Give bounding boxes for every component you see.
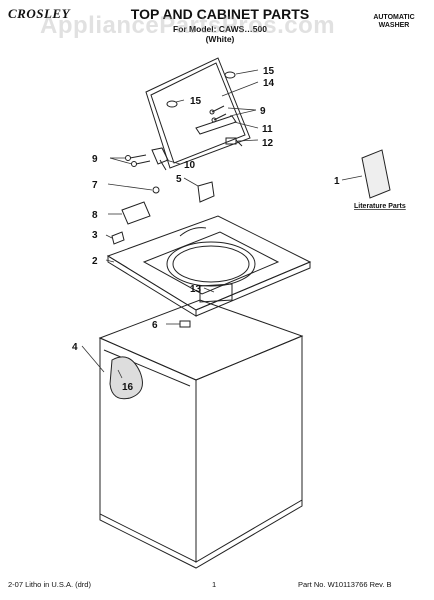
callout-15a: 15 xyxy=(263,66,275,77)
literature-label: Literature Parts xyxy=(354,203,406,210)
callout-2: 2 xyxy=(92,256,98,267)
top-panel[interactable] xyxy=(106,215,312,317)
product-line-2: WASHER xyxy=(378,22,410,29)
lid-switch[interactable] xyxy=(121,201,151,225)
callout-6: 6 xyxy=(152,320,158,331)
lid-bumper-right[interactable] xyxy=(224,71,236,79)
cabinet[interactable] xyxy=(98,299,304,569)
callout-12: 12 xyxy=(262,138,274,149)
hinge-screws-left[interactable] xyxy=(125,154,151,167)
model-info: For Model: CAWS…500 (White) xyxy=(110,24,330,44)
callout-16: 16 xyxy=(122,382,134,393)
callout-14: 14 xyxy=(263,78,275,89)
callout-3: 3 xyxy=(92,230,98,241)
lid-bumper-left[interactable] xyxy=(166,100,178,108)
callout-15b: 15 xyxy=(190,96,202,107)
footer-litho: 2-07 Litho in U.S.A. (drd) xyxy=(8,580,91,589)
lid-hinge-left[interactable] xyxy=(151,147,169,165)
lid-hinge[interactable] xyxy=(195,115,237,135)
cabinet-label[interactable] xyxy=(109,356,143,400)
callout-1: 1 xyxy=(334,176,340,187)
callout-7: 7 xyxy=(92,180,98,191)
callout-8: 8 xyxy=(92,210,98,221)
product-line-1: AUTOMATIC xyxy=(373,14,415,21)
callout-4: 4 xyxy=(72,342,78,353)
literature-part xyxy=(361,149,391,199)
brand-logo: CROSLEY xyxy=(8,6,71,21)
footer-page-number: 1 xyxy=(212,580,217,589)
callout-10: 10 xyxy=(184,160,196,171)
callout-9b: 9 xyxy=(260,106,266,117)
lid-switch-bracket[interactable] xyxy=(197,181,215,203)
color-line: (White) xyxy=(205,34,235,44)
callout-9a: 9 xyxy=(92,154,98,165)
clip[interactable] xyxy=(179,320,191,328)
footer-part-number: Part No. W10113766 Rev. B xyxy=(298,580,392,589)
page-title: TOP AND CABINET PARTS xyxy=(130,6,310,22)
watermark: AppliancePartsPros.com xyxy=(40,12,336,39)
clip-3[interactable] xyxy=(111,231,125,245)
top-part-13[interactable] xyxy=(199,283,233,303)
callout-11: 11 xyxy=(262,124,273,135)
lid[interactable] xyxy=(145,57,251,171)
hinge-pin[interactable] xyxy=(225,137,237,145)
callout-5: 5 xyxy=(176,174,182,185)
screw-7[interactable] xyxy=(152,186,160,194)
callout-13: 13 xyxy=(190,284,202,295)
product-type: AUTOMATIC WASHER xyxy=(358,14,430,30)
hinge-screws-right[interactable] xyxy=(209,105,227,123)
model-line: For Model: CAWS…500 xyxy=(173,24,267,34)
